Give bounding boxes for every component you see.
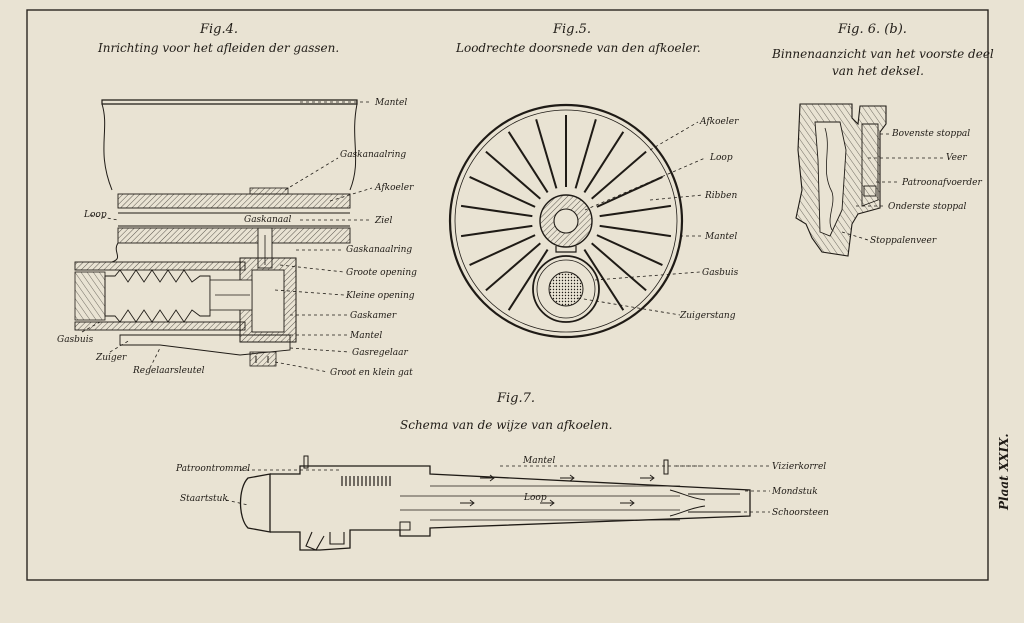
- fig5-label-loop: Loop: [709, 153, 733, 163]
- fig7-flow-arrow: [460, 499, 475, 507]
- fig6-label-bovenste-stoppal: Bovenste stoppal: [891, 129, 970, 139]
- fig4: Fig.4. Inrichting voor het afleiden der …: [57, 22, 417, 378]
- fig4-subtitle: Inrichting voor het afleiden der gassen.: [97, 41, 339, 55]
- fig5-subtitle: Loodrechte doorsnede van den afkoeler.: [455, 41, 701, 55]
- fig5-rib: [507, 131, 549, 193]
- fig6: Fig. 6. (b). Binnenaanzicht van het voor…: [771, 22, 994, 257]
- fig5-rib: [485, 150, 541, 200]
- fig7-label-mondstuk: Mondstuk: [771, 487, 818, 497]
- fig7-patroontrommel-ribs: [341, 476, 391, 486]
- fig5-label-ribben: Ribben: [704, 191, 738, 201]
- fig5-mantel-circle: [448, 103, 684, 339]
- fig5-rib: [583, 249, 625, 311]
- fig5-rib: [599, 224, 672, 238]
- fig5-rib: [599, 204, 672, 218]
- fig5-rib: [460, 204, 533, 218]
- fig7-title: Fig.7.: [496, 391, 535, 406]
- fig5-rib: [591, 242, 647, 292]
- fig5-title: Fig.5.: [552, 22, 591, 37]
- fig7-label-loop: Loop: [523, 493, 547, 503]
- fig6-title: Fig. 6. (b).: [837, 22, 907, 37]
- fig4-label-gaskanaal: Gaskanaal: [244, 215, 292, 225]
- plate-label: Plaat XXIX.: [997, 433, 1011, 511]
- fig4-label-gasbuis: Gasbuis: [57, 335, 94, 345]
- fig5-rib: [583, 131, 625, 193]
- fig5-rib: [469, 234, 536, 266]
- fig7-flow-arrow: [620, 499, 635, 507]
- fig5-rib: [574, 119, 597, 189]
- fig4-label-zuiger: Zuiger: [95, 353, 127, 363]
- fig6-label-stoppalenveer: Stoppalenveer: [870, 236, 937, 246]
- fig7-flow-arrow: [540, 499, 555, 507]
- fig6-label-veer: Veer: [946, 153, 967, 163]
- fig6-label-patroonafvoerder: Patroonafvoerder: [901, 178, 982, 188]
- fig7-subtitle: Schema van de wijze van afkoelen.: [400, 418, 612, 432]
- fig7-flow-arrow: [560, 474, 575, 482]
- fig4-label-gaskamer: Gaskamer: [350, 311, 397, 321]
- fig6-subtitle-line1: Binnenaanzicht van het voorste deel: [771, 47, 994, 61]
- fig5-label-zuigerstang: Zuigerstang: [679, 311, 736, 321]
- fig4-label-groot-klein-gat: Groot en klein gat: [330, 368, 413, 378]
- fig4-label-gasregelaar: Gasregelaar: [352, 348, 408, 358]
- fig4-label-ziel: Ziel: [374, 216, 392, 226]
- fig7-flow-arrows: [460, 474, 655, 507]
- fig7-flow-arrow: [640, 474, 655, 482]
- fig5-rib: [507, 249, 549, 311]
- fig7: Fig.7. Schema van de wijze van afkoelen.…: [175, 391, 829, 551]
- fig4-label-mantel-top: Mantel: [374, 98, 407, 108]
- fig5-label-mantel: Mantel: [704, 232, 737, 242]
- fig4-title: Fig.4.: [199, 22, 238, 37]
- fig7-label-vizierkorrel: Vizierkorrel: [772, 462, 826, 472]
- fig4-label-regelaarsleutel: Regelaarsleutel: [132, 366, 205, 376]
- fig4-label-groote-opening: Groote opening: [346, 268, 417, 278]
- fig4-label-gaskanaalring-2: Gaskanaalring: [346, 245, 412, 255]
- fig5: Fig.5. Loodrechte doorsnede van den afko…: [448, 22, 739, 339]
- fig5-rib: [535, 119, 558, 189]
- fig5-rib: [460, 224, 533, 238]
- fig7-label-staartstuk: Staartstuk: [180, 494, 228, 504]
- fig5-ribben: [460, 115, 672, 311]
- fig5-zuigerstang-circle: [548, 271, 584, 307]
- fig4-label-loop: Loop: [83, 210, 107, 220]
- fig7-flow-arrow: [480, 474, 495, 482]
- fig7-label-patroontrommel: Patroontrommel: [175, 464, 250, 474]
- fig5-rib: [485, 242, 541, 292]
- fig5-rib: [596, 234, 663, 266]
- fig4-label-gaskanaalring-1: Gaskanaalring: [340, 150, 406, 160]
- fig5-rib: [469, 176, 536, 208]
- fig4-label-kleine-opening: Kleine opening: [345, 291, 415, 301]
- fig4-label-mantel-bottom: Mantel: [349, 331, 382, 341]
- fig6-subtitle-line2: van het deksel.: [832, 64, 924, 78]
- fig5-rib: [591, 150, 647, 200]
- fig4-label-afkoeler: Afkoeler: [374, 183, 414, 193]
- fig5-gasbuis-circle: [532, 255, 600, 323]
- fig7-label-mantel: Mantel: [522, 456, 555, 466]
- fig7-label-schoorsteen: Schoorsteen: [772, 508, 829, 518]
- fig5-label-gasbuis: Gasbuis: [702, 268, 739, 278]
- fig5-label-afkoeler: Afkoeler: [699, 117, 739, 127]
- plate-border: [26, 9, 989, 581]
- fig5-rib: [596, 176, 663, 208]
- fig6-label-onderste-stoppal: Onderste stoppal: [888, 202, 967, 212]
